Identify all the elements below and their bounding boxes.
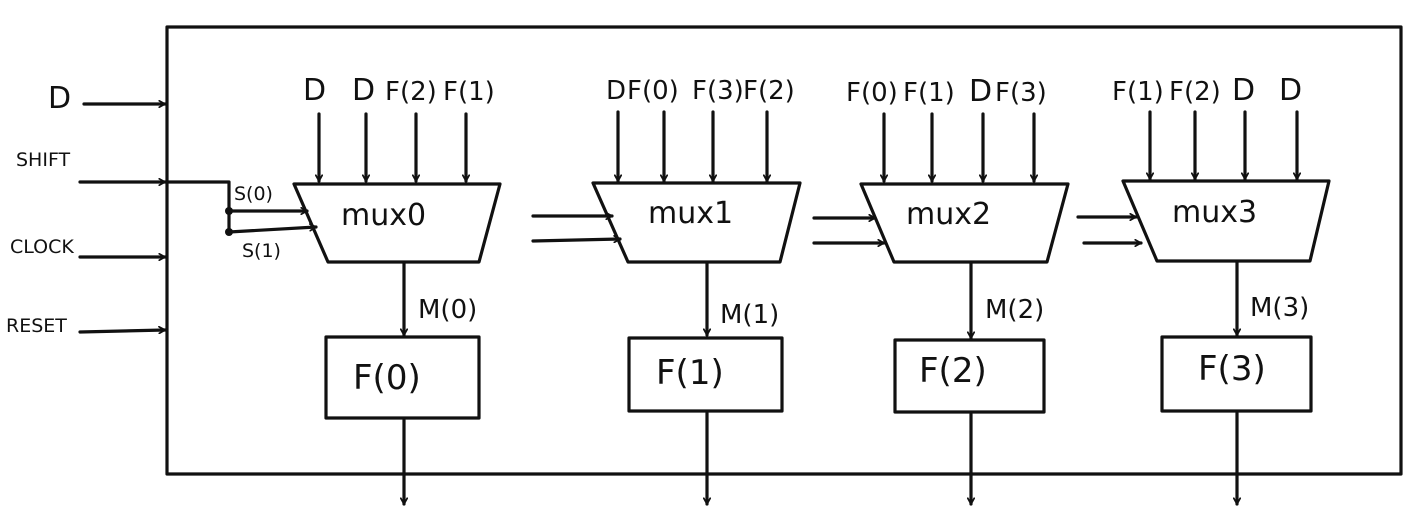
mux0-output-label: M(0) [418,295,477,325]
mux1-input-label: F(2) [743,76,795,106]
register-f3-label: F(3) [1198,349,1266,389]
mux2-input-label: F(1) [903,78,955,108]
register-f1-box [627,336,784,413]
stage-0: D D F(2) F(1) mux0 M(0) F(0) [292,73,502,506]
register-f2-label: F(2) [919,351,987,391]
mux0-input-label: D [352,73,375,108]
mux2-input-label: D [969,74,992,109]
mux0-body [292,182,502,264]
input-reset-label: RESET [6,315,67,337]
input-reset: RESET [6,315,167,337]
register-f1-label: F(1) [656,353,724,393]
input-shift-label: SHIFT [16,149,71,171]
select-arrows-mux3 [1076,217,1143,243]
input-shift: SHIFT [16,149,167,182]
mux3-input-label: F(2) [1169,77,1221,107]
mux2-body [859,182,1070,264]
mux1-input-label: F(0) [627,76,679,106]
mux3-output-label: M(3) [1250,293,1309,323]
mux1-output-label: M(1) [720,300,779,330]
mux3-input-label: F(1) [1112,77,1164,107]
select-label-s1: S(1) [242,240,281,262]
register-f0-label: F(0) [353,358,421,398]
input-clock: CLOCK [10,236,167,258]
input-d-label: D [48,81,71,116]
mux0-label: mux0 [341,198,426,233]
stage-2: F(0) F(1) D F(3) mux2 M(2) F(2) [846,74,1070,506]
mux0-input-label: F(2) [385,77,437,107]
register-f0-box [324,335,481,420]
stage-1: D F(0) F(3) F(2) mux1 M(1) F(1) [591,76,802,506]
input-d: D [48,81,167,116]
mux2-input-label: F(3) [995,78,1047,108]
input-clock-label: CLOCK [10,236,74,258]
mux1-input-label: D [606,76,626,106]
mux2-label: mux2 [906,197,991,232]
mux0-input-label: D [303,73,326,108]
mux0-input-label: F(1) [443,77,495,107]
mux1-label: mux1 [648,196,733,231]
mux3-input-label: D [1232,73,1255,108]
mux1-input-label: F(3) [692,76,744,106]
mux3-input-label: D [1279,73,1302,108]
select-label-s0: S(0) [234,183,273,205]
mux2-input-label: F(0) [846,78,898,108]
mux2-output-label: M(2) [985,295,1044,325]
select-arrows-mux1 [531,216,622,241]
select-wiring: S(0) S(1) [165,180,318,262]
mux3-body [1121,179,1331,263]
register-f2-box [893,338,1046,414]
select-arrows-mux2 [812,218,886,243]
stage-3: F(1) F(2) D D mux3 M(3) F(3) [1112,73,1331,506]
system-boundary [165,25,1403,476]
register-f3-box [1160,335,1313,413]
mux1-body [591,181,802,264]
mux3-label: mux3 [1172,195,1257,230]
